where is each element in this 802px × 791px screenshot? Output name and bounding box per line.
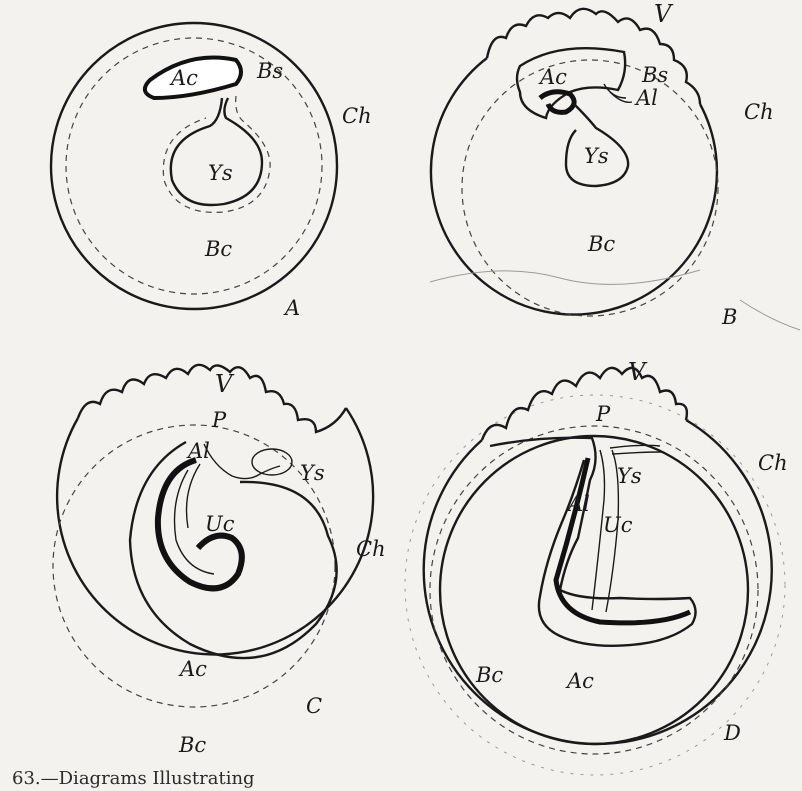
panel-d-label-al: Al xyxy=(566,492,590,516)
panel-a-yolk-sac xyxy=(171,98,262,205)
panel-c-label-p: P xyxy=(211,408,227,432)
panel-d-letter: D xyxy=(723,721,741,745)
panel-a-label-ys: Ys xyxy=(208,161,233,185)
panel-b-inner-membrane xyxy=(462,60,718,316)
panel-c-yolk-sac xyxy=(252,449,292,475)
panel-d-label-v: V xyxy=(628,358,648,386)
panel-d-label-ys: Ys xyxy=(617,464,642,488)
panel-b-label-bs: Bs xyxy=(641,63,668,87)
panel-b-label-ac: Ac xyxy=(538,65,567,89)
panel-b-label-v: V xyxy=(654,0,674,28)
panel-a-label-bs: Bs xyxy=(256,59,283,83)
panel-b-label-bc: Bc xyxy=(587,232,615,256)
panel-d-villi xyxy=(482,368,687,440)
panel-c-label-ac: Ac xyxy=(178,657,207,681)
panel-a-label-bc: Bc xyxy=(204,237,232,261)
panel-a-letter: A xyxy=(283,296,300,320)
panel-a-label-ch: Ch xyxy=(342,104,372,128)
panel-c-label-v: V xyxy=(215,370,235,398)
panel-d-yolk-stalk xyxy=(610,445,662,454)
panel-a-yolk-sac-outer xyxy=(163,96,270,212)
panel-d-label-bc: Bc xyxy=(475,663,503,687)
panel-c: V P Al Ys Uc Ch Ac Bc C xyxy=(53,365,386,757)
panel-a-label-ac: Ac xyxy=(169,66,198,90)
panel-a: Ac Bs Ch Ys Bc A xyxy=(51,23,372,320)
panel-d-embryo xyxy=(490,438,696,646)
panel-b-letter: B xyxy=(721,305,737,329)
panel-b-label-al: Al xyxy=(634,86,658,110)
panel-b-label-ch: Ch xyxy=(744,100,774,124)
panel-b: Ac V Bs Al Ch Ys Bc B xyxy=(431,0,774,329)
panel-c-letter: C xyxy=(306,694,322,718)
panel-d: V P Ys Al Uc Ch Bc Ac D xyxy=(405,358,788,775)
stray-marks-upper xyxy=(430,270,800,330)
panel-b-allantois xyxy=(604,84,632,102)
panel-c-label-bc: Bc xyxy=(178,733,206,757)
panel-d-label-p: P xyxy=(595,402,611,426)
figure-caption: 63.—Diagrams Illustrating xyxy=(12,768,255,789)
panel-c-label-al: Al xyxy=(186,439,210,463)
panel-c-label-ch: Ch xyxy=(356,537,386,561)
panel-d-label-ch: Ch xyxy=(758,451,788,475)
panel-b-label-ys: Ys xyxy=(584,144,609,168)
panel-d-label-uc: Uc xyxy=(603,513,633,537)
panel-c-label-ys: Ys xyxy=(300,461,325,485)
panel-c-label-uc: Uc xyxy=(205,512,235,536)
panel-d-label-ac: Ac xyxy=(565,669,594,693)
